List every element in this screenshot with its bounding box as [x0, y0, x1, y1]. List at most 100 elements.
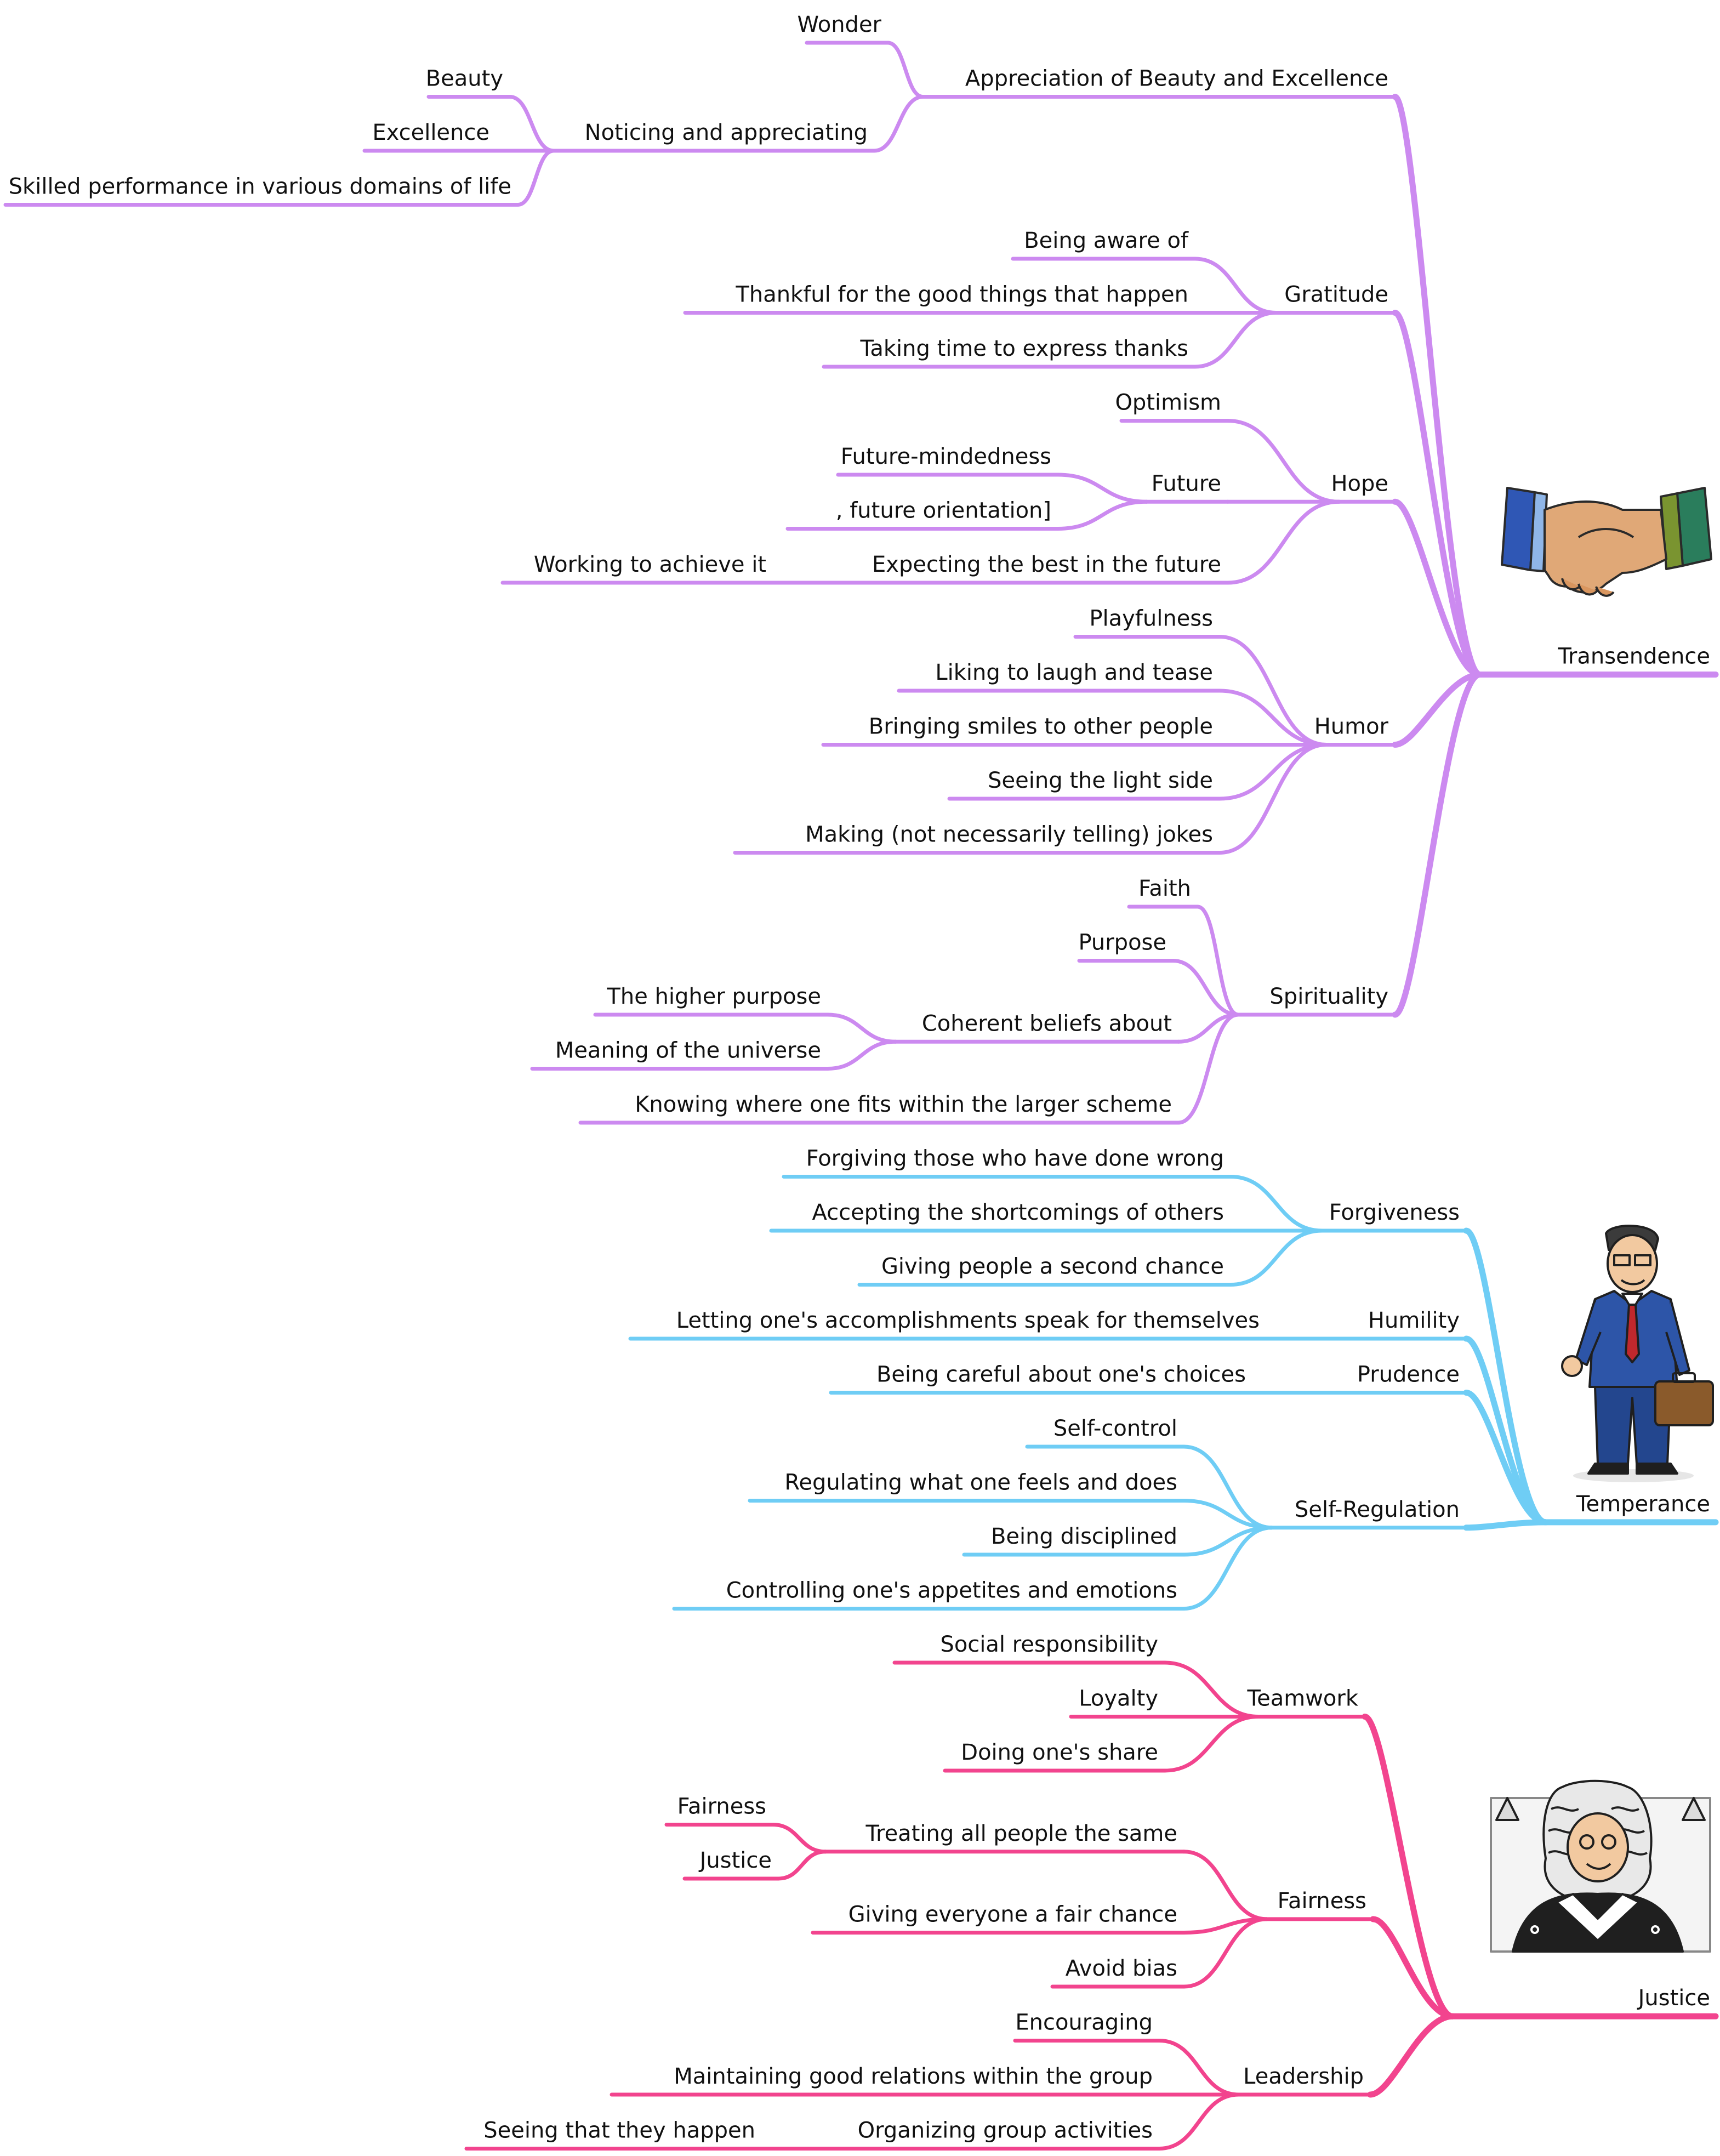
- trunk-connector: [1463, 1335, 1549, 1526]
- node-label: The higher purpose: [606, 984, 821, 1009]
- node-label: Hope: [1331, 471, 1388, 496]
- branch-title: Transendence: [1557, 644, 1710, 669]
- node-label: Maintaining good relations within the gr…: [674, 2064, 1153, 2089]
- judge-icon: [1490, 1779, 1711, 1953]
- businessman-icon: [1561, 1225, 1714, 1482]
- node-label: Noticing and appreciating: [585, 120, 868, 145]
- node-label: Liking to laugh and tease: [935, 660, 1213, 685]
- node-label: Purpose: [1078, 930, 1166, 955]
- connector-line: [886, 41, 925, 99]
- connector-line: [1176, 1012, 1240, 1044]
- node-label: Avoid bias: [1066, 1956, 1177, 1981]
- node-label: Organizing group activities: [858, 2118, 1153, 2143]
- branch-justice: Justice Teamwork Social responsibilityLoya…: [464, 1632, 1719, 2151]
- node-label: Beauty: [426, 66, 503, 92]
- node-label: Loyalty: [1079, 1686, 1158, 1711]
- trunk-connector: [1392, 498, 1483, 678]
- connector-line: [1228, 1175, 1324, 1233]
- node-label: Thankful for the good things that happen: [735, 282, 1188, 308]
- connector-line: [872, 95, 925, 153]
- node-label: Social responsibility: [940, 1632, 1158, 1657]
- node-label: Encouraging: [1015, 2010, 1153, 2035]
- connector-line: [1182, 1499, 1274, 1530]
- connector-line: [825, 1039, 898, 1071]
- connector-line: [1056, 473, 1149, 504]
- node-label: Fairness: [1278, 1888, 1366, 1914]
- branch-title: Temperance: [1576, 1492, 1710, 1517]
- connector-line: [771, 1823, 828, 1854]
- trunk-connector: [1463, 1519, 1549, 1531]
- connector-line: [1217, 635, 1329, 747]
- connector-line: [1217, 689, 1329, 747]
- connector-line: [1226, 419, 1341, 504]
- trunk-connector: [1362, 1714, 1456, 2020]
- handshake-icon: [1501, 487, 1712, 597]
- node-label: Seeing that they happen: [483, 2118, 755, 2143]
- node-label: Future: [1152, 471, 1221, 496]
- connector-line: [1228, 1228, 1324, 1287]
- node-label: Being careful about one's choices: [876, 1362, 1246, 1387]
- connector-line: [1182, 1444, 1274, 1530]
- node-label: Self-control: [1053, 1416, 1177, 1441]
- node-label: Future-mindedness: [841, 444, 1051, 469]
- node-label: Leadership: [1243, 2064, 1364, 2089]
- connector-line: [1193, 311, 1278, 369]
- trunk-connector: [1370, 1916, 1456, 2020]
- node-label: Accepting the shortcomings of others: [812, 1200, 1224, 1225]
- node-label: Prudence: [1357, 1362, 1460, 1387]
- connector-line: [1193, 257, 1278, 315]
- node-label: Meaning of the universe: [555, 1038, 821, 1063]
- connector-line: [1176, 1012, 1240, 1125]
- connector-line: [508, 95, 556, 153]
- node-label: Coherent beliefs about: [922, 1011, 1172, 1036]
- node-label: Appreciation of Beauty and Excellence: [965, 66, 1388, 92]
- node-label: Regulating what one feels and does: [784, 1470, 1177, 1495]
- node-label: Wonder: [798, 12, 882, 37]
- trunk-connector: [1367, 2013, 1456, 2098]
- node-label: Giving people a second chance: [881, 1254, 1224, 1279]
- node-label: Self-Regulation: [1295, 1497, 1460, 1522]
- node-label: Humility: [1368, 1308, 1460, 1333]
- trunk-connector: [1463, 1390, 1549, 1526]
- node-label: Forgiving those who have done wrong: [806, 1146, 1224, 1171]
- node-label: Playfulness: [1089, 606, 1213, 632]
- node-label: Optimism: [1115, 390, 1221, 416]
- connector-line: [1157, 2039, 1241, 2097]
- node-label: Faith: [1138, 876, 1191, 901]
- node-label: Treating all people the same: [865, 1821, 1177, 1846]
- trunk-connector: [1463, 1227, 1549, 1526]
- trunk-connector: [1392, 310, 1483, 678]
- node-label: Fairness: [677, 1794, 766, 1819]
- node-label: Controlling one's appetites and emotions: [726, 1578, 1177, 1603]
- connector-line: [516, 149, 556, 207]
- connector-line: [1056, 499, 1149, 531]
- trunk-connector: [1392, 94, 1483, 678]
- trunk-connector: [1392, 671, 1483, 748]
- connector-line: [1182, 1917, 1269, 1989]
- node-label: Justice: [698, 1848, 772, 1873]
- connector-line: [825, 1012, 898, 1044]
- node-label: Knowing where one fits within the larger…: [635, 1092, 1172, 1117]
- connector-line: [1217, 743, 1329, 801]
- node-label: Gratitude: [1284, 282, 1388, 308]
- branch-temperance: Temperance Forgiveness Forgiving those who…: [628, 1146, 1719, 1611]
- node-label: Bringing smiles to other people: [869, 714, 1213, 739]
- node-label: , future orientation]: [836, 498, 1051, 524]
- connector-line: [1163, 1660, 1261, 1719]
- node-label: Being aware of: [1024, 228, 1189, 253]
- node-label: Taking time to express thanks: [860, 336, 1188, 361]
- node-label: Humor: [1314, 714, 1389, 739]
- connector-line: [1163, 1715, 1261, 1773]
- node-label: Letting one's accomplishments speak for …: [676, 1308, 1260, 1333]
- branch-transendence: Transendence Appreciation of Beauty and E…: [3, 12, 1719, 1125]
- node-label: Forgiveness: [1329, 1200, 1460, 1225]
- node-label: Doing one's share: [961, 1740, 1158, 1765]
- node-label: Being disciplined: [991, 1524, 1177, 1549]
- node-label: Seeing the light side: [988, 768, 1213, 793]
- node-label: Teamwork: [1246, 1686, 1358, 1711]
- node-label: Making (not necessarily telling) jokes: [805, 822, 1213, 847]
- connector-line: [1171, 959, 1240, 1017]
- connector-line: [1195, 905, 1240, 1017]
- node-label: Expecting the best in the future: [872, 552, 1221, 577]
